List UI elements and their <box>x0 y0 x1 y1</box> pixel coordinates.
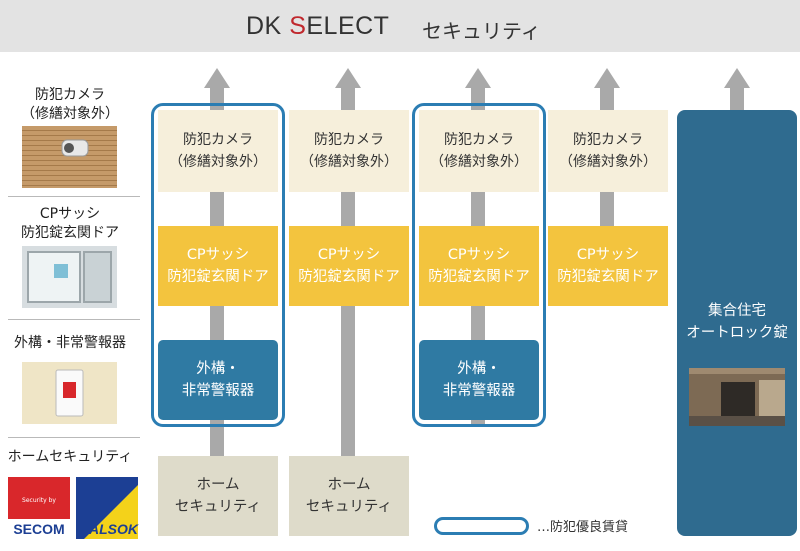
apartment-photo <box>689 368 785 426</box>
col3-camera-box: 防犯カメラ（修繕対象外） <box>419 110 539 192</box>
col1-camera-box: 防犯カメラ（修繕対象外） <box>158 110 278 192</box>
divider <box>8 196 140 197</box>
col1-outline <box>151 103 285 427</box>
col2-home-box: ホームセキュリティ <box>289 456 409 536</box>
arrow-shaft <box>730 88 744 112</box>
arrow-head-icon <box>335 68 361 88</box>
row-label-alarm: 外構・非常警報器 <box>14 335 126 351</box>
camera-photo <box>22 126 117 188</box>
brand-logo: DK SELECT <box>246 12 390 40</box>
col3-outline <box>412 103 546 427</box>
legend-swatch <box>434 517 529 535</box>
alsok-logo: ALSOK <box>76 477 138 539</box>
col3-alarm-box: 外構・非常警報器 <box>419 340 539 420</box>
sash-photo <box>22 246 117 308</box>
row-label-cp: CPサッシ防犯錠玄関ドア <box>21 206 119 241</box>
col1-cp-box: CPサッシ防犯錠玄関ドア <box>158 226 278 306</box>
row-label-home: ホームセキュリティ <box>7 449 133 465</box>
row-label-camera: 防犯カメラ（修繕対象外） <box>21 87 119 122</box>
header-banner: DK SELECT セキュリティ <box>0 0 800 52</box>
arrow-head-icon <box>465 68 491 88</box>
arrow-head-icon <box>204 68 230 88</box>
col4-camera-box: 防犯カメラ（修繕対象外） <box>548 110 668 192</box>
apartment-box: 集合住宅オートロック錠 <box>677 110 797 536</box>
col3-cp-box: CPサッシ防犯錠玄関ドア <box>419 226 539 306</box>
divider <box>8 437 140 438</box>
header-subtitle: セキュリティ <box>422 19 541 43</box>
legend-label: …防犯優良賃貸 <box>537 520 629 535</box>
divider <box>8 319 140 320</box>
col2-cp-box: CPサッシ防犯錠玄関ドア <box>289 226 409 306</box>
arrow-head-icon <box>594 68 620 88</box>
col1-home-box: ホームセキュリティ <box>158 456 278 536</box>
arrow-head-icon <box>724 68 750 88</box>
alarm-photo <box>22 362 117 424</box>
col2-camera-box: 防犯カメラ（修繕対象外） <box>289 110 409 192</box>
secom-logo: Security by SECOM <box>8 477 70 539</box>
col1-alarm-box: 外構・非常警報器 <box>158 340 278 420</box>
col4-cp-box: CPサッシ防犯錠玄関ドア <box>548 226 668 306</box>
